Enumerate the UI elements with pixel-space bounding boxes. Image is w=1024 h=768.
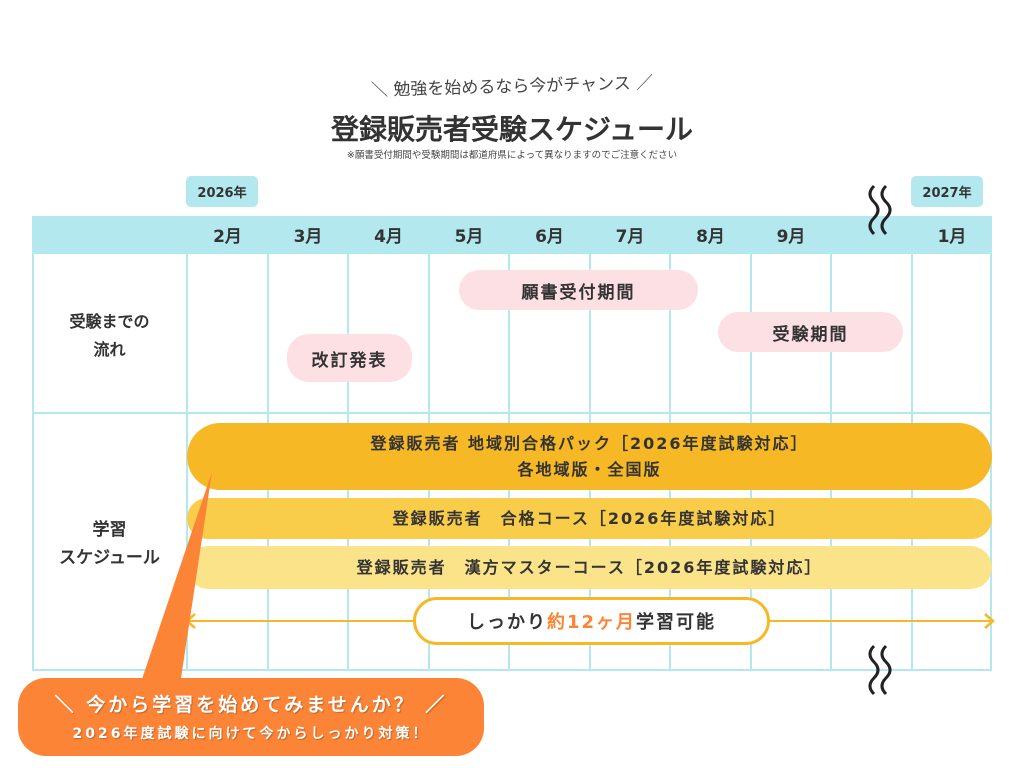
row-label-study: 学習スケジュール bbox=[59, 520, 160, 568]
course-pass: 登録販売者 合格コース［2026年度試験対応］ bbox=[187, 498, 992, 539]
month-header: 7月 bbox=[615, 227, 645, 247]
callout-pointer bbox=[140, 472, 212, 685]
duration-badge: しっかり約12ヶ月学習可能 bbox=[413, 597, 770, 645]
month-header: 4月 bbox=[374, 227, 403, 247]
wave-break-icon bbox=[868, 184, 892, 236]
month-header: 1月 bbox=[937, 227, 967, 247]
event-revision: 改訂発表 bbox=[287, 334, 412, 382]
header-row bbox=[32, 216, 992, 253]
month-header: 5月 bbox=[454, 227, 484, 247]
divider bbox=[32, 252, 992, 254]
course-kampo: 登録販売者 漢方マスターコース［2026年度試験対応］ bbox=[187, 546, 992, 589]
year-badge-start: 2026年 bbox=[186, 176, 258, 207]
wave-break-icon bbox=[868, 644, 892, 696]
course-regional-pack: 登録販売者 地域別合格パック［2026年度試験対応］各地域版・全国版 bbox=[187, 423, 992, 490]
month-header: 9月 bbox=[776, 227, 806, 247]
tagline: ＼ 勉強を始めるなら今がチャンス ／ bbox=[370, 73, 654, 101]
month-header: 6月 bbox=[535, 227, 564, 247]
event-application: 願書受付期間 bbox=[459, 270, 698, 310]
column-divider bbox=[186, 216, 188, 671]
cta-callout: ＼ 今から学習を始めてみませんか？ ／ 2026年度試験に向けて今からしっかり対… bbox=[18, 678, 484, 756]
month-header: 8月 bbox=[696, 227, 725, 247]
month-header: 3月 bbox=[293, 227, 323, 247]
month-header: 2月 bbox=[213, 227, 242, 247]
year-badge-end: 2027年 bbox=[911, 176, 983, 207]
note: ※願書受付期間や受験期間は都道府県によって異なりますのでご注意ください bbox=[346, 150, 678, 161]
row-label-flow: 受験までの流れ bbox=[69, 312, 150, 359]
page-title: 登録販売者受験スケジュール bbox=[330, 113, 694, 146]
event-exam: 受験期間 bbox=[718, 312, 903, 352]
schedule-grid bbox=[32, 216, 992, 671]
divider bbox=[32, 412, 992, 414]
